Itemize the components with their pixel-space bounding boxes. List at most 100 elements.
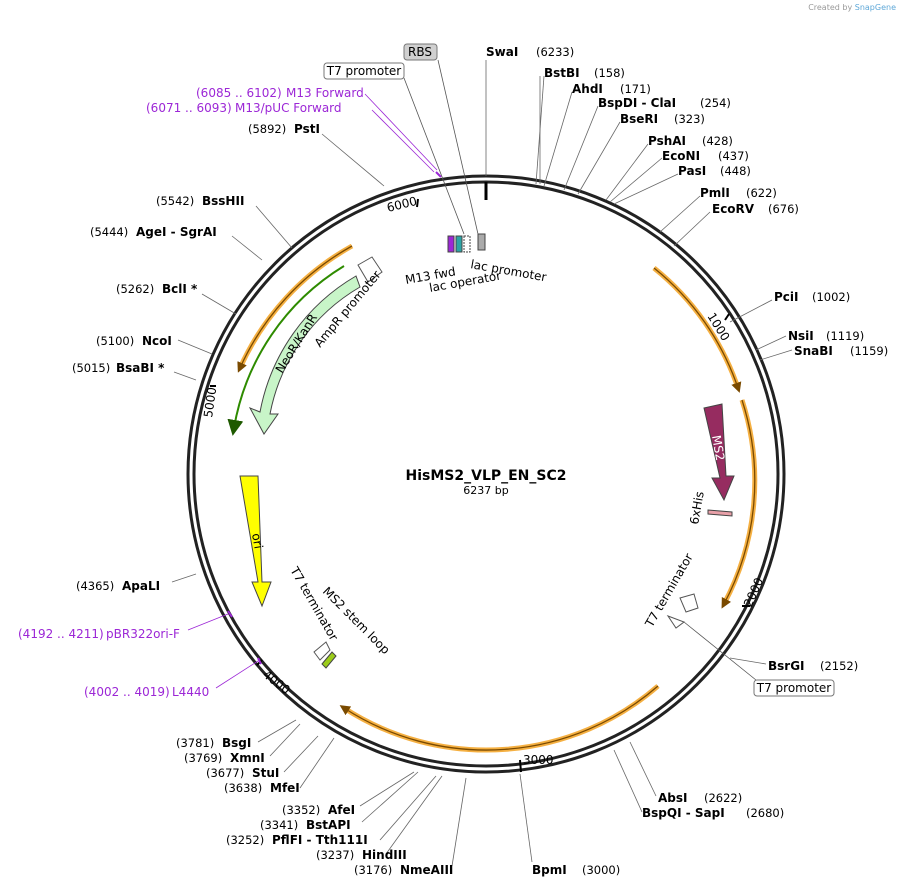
primer-m13puc-name: M13/pUC Forward [235,101,342,115]
primer-pbr-range: (4192 .. 4211) [18,627,104,641]
site-psti-name: PstI [294,122,320,136]
site-bstbi-name: BstBI [544,66,580,80]
site-bsrgi-name: BsrGI [768,659,805,673]
site-bstapi-name: BstAPI [306,818,351,832]
site-bpmi-name: BpmI [532,863,567,877]
site-ncoi-pos: (5100) [96,334,134,348]
site-bsshii-name: BssHII [202,194,244,208]
site-pflfi-pos: (3252) [226,833,264,847]
site-snabi-name: SnaBI [794,344,833,358]
boxed-labels: RBS T7 promoter T7 promoter [323,43,835,697]
site-bsshii-pos: (5542) [156,194,194,208]
site-apali-name: ApaLI [122,579,160,593]
site-stui-pos: (3677) [206,766,244,780]
sites-left: (5892) PstI (5542) BssHII (5444) AgeI - … [72,122,453,877]
rbs-label: RBS [408,45,432,59]
credit-prefix: Created by [808,3,853,12]
site-bspdi-pos: (254) [700,96,731,110]
tick-3000: 3000 [523,753,554,767]
primer-m13puc-range: (6071 .. 6093) [146,101,232,115]
site-bcli-name: BclI * [162,282,198,296]
t7-terminator-right-shape [679,593,699,613]
primer-pbr-name: pBR322ori-F [106,627,180,641]
site-swai-name: SwaI [486,45,518,59]
site-bsgi-name: BsgI [222,736,251,750]
t7-promoter-right-label: T7 promoter [756,681,832,695]
label-ori: ori [249,532,265,550]
site-afei-pos: (3352) [282,803,320,817]
site-apali-pos: (4365) [76,579,114,593]
site-psti-pos: (5892) [248,122,286,136]
site-bsrgi-pos: (2152) [820,659,858,673]
site-pasi-name: PasI [678,164,706,178]
site-econi-name: EcoNI [662,149,700,163]
label-6xhis: 6xHis [687,490,707,525]
neor-kanr-feature [248,275,361,435]
site-pcii-pos: (1002) [812,290,850,304]
site-bspqi-pos: (2680) [746,806,784,820]
site-bsabi-pos: (5015) [72,361,110,375]
ms2-feature [703,403,735,502]
site-agei-pos: (5444) [90,225,128,239]
site-bstbi-pos: (158) [594,66,625,80]
ampr-promoter-arrow [357,256,383,283]
site-econi-pos: (437) [718,149,749,163]
sites-right: SwaI (6233) BstBI (158) AhdI (171) BspDI… [486,45,888,877]
m13-fwd-shape [447,235,455,253]
label-t7-terminator-right: T7 terminator [642,551,696,630]
site-xmni-name: XmnI [230,751,265,765]
site-ahdi-name: AhdI [572,82,603,96]
site-ecorv-name: EcoRV [712,202,755,216]
site-mfei-pos: (3638) [224,781,262,795]
site-bsabi-name: BsaBI * [116,361,165,375]
site-absi-name: AbsI [658,791,687,805]
site-nmeaiii-name: NmeAIII [400,863,453,877]
ori-feature [239,475,272,608]
site-ncoi-name: NcoI [142,334,172,348]
site-bstapi-pos: (3341) [260,818,298,832]
site-hindiii-name: HindIII [362,848,407,862]
plasmid-name: HisMS2_VLP_EN_SC2 [406,468,567,484]
snapgene-credit: Created by SnapGene [808,3,896,12]
t7-promoter-right-shape [666,614,686,629]
site-bcli-pos: (5262) [116,282,154,296]
site-agei-name: AgeI - SgrAI [136,225,217,239]
site-pcii-name: PciI [774,290,799,304]
site-bpmi-pos: (3000) [582,863,620,877]
primers: (6085 .. 6102) M13 Forward (6071 .. 6093… [18,86,442,699]
site-swai-pos: (6233) [536,45,574,59]
site-afei-name: AfeI [328,803,355,817]
his6-feature [707,509,733,517]
site-bspqi-name: BspQI - SapI [642,806,725,820]
site-bseri-name: BseRI [620,112,658,126]
site-pflfi-name: PflFI - Tth111I [272,833,368,847]
site-snabi-pos: (1159) [850,344,888,358]
rbs-shape [477,233,486,251]
primer-m13fwd-name: M13 Forward [286,86,364,100]
tick-2000: 2000 [741,576,766,610]
site-ecorv-pos: (676) [768,202,799,216]
site-nsii-name: NsiI [788,329,814,343]
site-mfei-name: MfeI [270,781,300,795]
t7-promoter-top-box [323,62,405,80]
primer-m13fwd-range: (6085 .. 6102) [196,86,282,100]
site-bsgi-pos: (3781) [176,736,214,750]
site-stui-name: StuI [252,766,279,780]
primer-l4440-name: L4440 [172,685,209,699]
tick-4000: 4000 [260,667,293,697]
site-pmli-pos: (622) [746,186,777,200]
features [239,233,735,669]
site-bseri-pos: (323) [674,112,705,126]
t7-terminator-left-shape [313,641,331,661]
site-nmeaiii-pos: (3176) [354,863,392,877]
label-neor-kanr: NeoR/KanR [273,311,320,375]
site-ahdi-pos: (171) [620,82,651,96]
site-xmni-pos: (3769) [184,751,222,765]
site-leader-lines [171,60,793,867]
orf-arcs [227,243,758,753]
neor-arc [227,265,345,436]
site-pshai-pos: (428) [702,134,733,148]
site-nsii-pos: (1119) [826,329,864,343]
plasmid-length: 6237 bp [463,484,508,497]
